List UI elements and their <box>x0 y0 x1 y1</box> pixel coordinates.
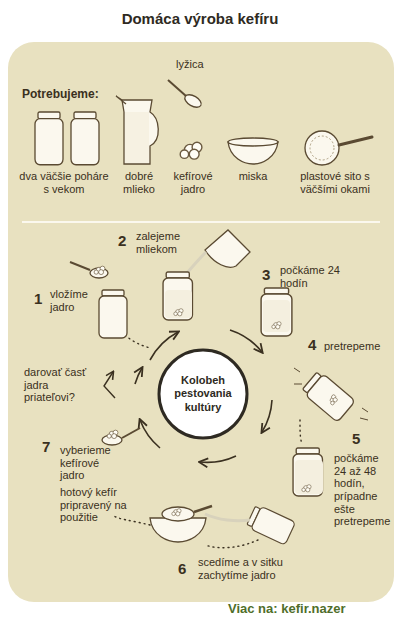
callout-number: 4 <box>308 336 322 353</box>
callout-number: 1 <box>34 290 48 307</box>
source-link: Viac na: kefir.nazer <box>228 602 398 617</box>
step-label: vyberieme kefírové jadro <box>60 444 110 482</box>
step-label: scedíme a v sitku zachytíme jadro <box>198 556 318 581</box>
callout-number: 3 <box>262 266 276 283</box>
callout-number: 6 <box>178 560 192 577</box>
item-label: kefírové jadro <box>166 170 220 195</box>
item-label: lyžica <box>176 58 216 71</box>
callout-number: 5 <box>352 430 366 447</box>
item-label: plastové sito s väčšími okami <box>290 170 380 195</box>
step-label: počkáme 24 hodín <box>280 264 346 289</box>
title: Domáca výroba kefíru <box>0 10 400 27</box>
step-label: počkáme 24 až 48 hodín, prípadne ešte pr… <box>334 452 390 528</box>
callout-number: 7 <box>42 438 56 455</box>
result-label: hotový kefír pripravený na použitie <box>60 486 146 524</box>
text-holder: Kolobeh pestovania kultúry <box>170 374 236 414</box>
note-label: darovať časť jadra priateľovi? <box>24 366 100 404</box>
item-label: dobré mlieko <box>113 170 165 195</box>
step-label: pretrepeme <box>324 340 386 353</box>
item-label: miska <box>228 170 278 183</box>
circle-text: Kolobeh pestovania kultúry <box>170 374 236 414</box>
callout-number: 2 <box>118 232 132 249</box>
cycle-circle: Kolobeh pestovania kultúry <box>157 348 249 440</box>
section-heading: Potrebujeme: <box>22 88 112 102</box>
item-label: dva väčšie poháre s vekom <box>18 170 110 195</box>
step-label: zalejeme mliekom <box>136 230 198 255</box>
step-label: vložíme jadro <box>50 288 96 313</box>
